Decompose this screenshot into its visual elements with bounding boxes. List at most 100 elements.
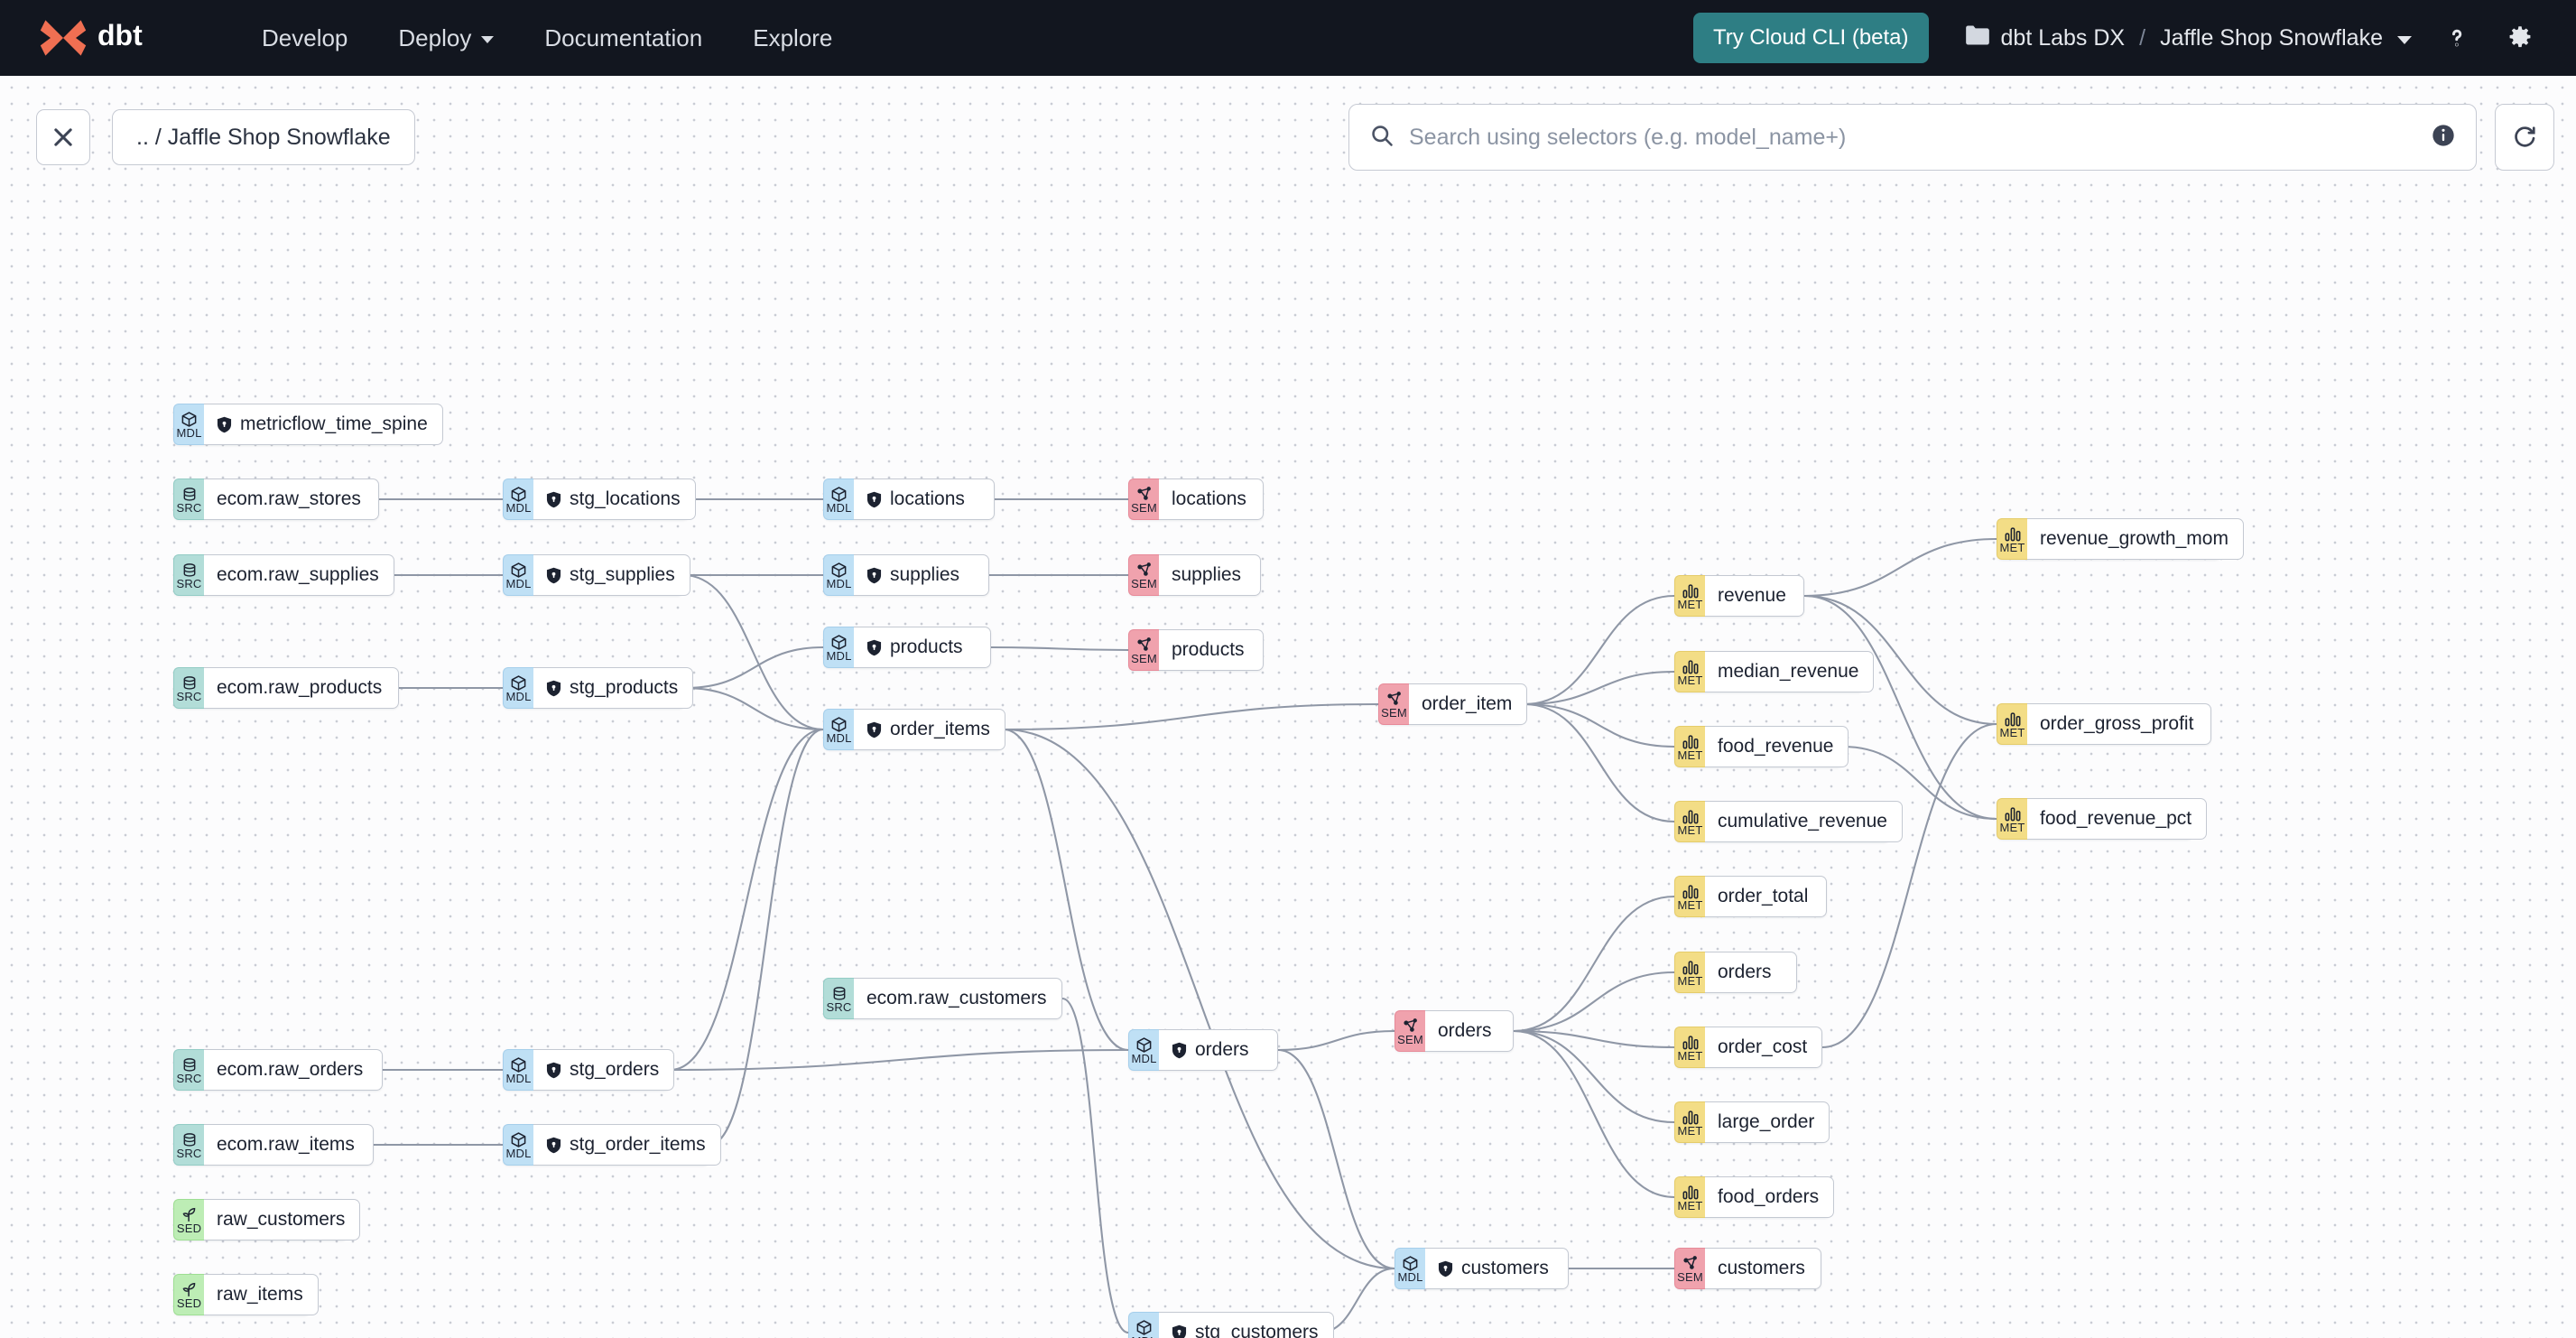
node-body: supplies xyxy=(1159,554,1261,596)
node-label: orders xyxy=(1195,1039,1249,1060)
lineage-search-bar[interactable] xyxy=(1348,104,2477,171)
node-body: orders xyxy=(1159,1029,1278,1071)
database-icon xyxy=(181,1132,198,1148)
lineage-edge xyxy=(670,728,824,1072)
search-input[interactable] xyxy=(1409,124,2416,151)
node-label: customers xyxy=(1718,1258,1805,1278)
close-graph-button[interactable] xyxy=(36,109,90,165)
node-type-label: MET xyxy=(1677,1124,1703,1138)
lineage-graph-canvas[interactable]: .. / Jaffle Shop Snowflake MDLmetricflow… xyxy=(0,76,2576,1338)
node-type-label: MET xyxy=(1677,1199,1703,1213)
node-type-label: SRC xyxy=(176,690,202,703)
lineage-edge xyxy=(1524,594,1675,706)
account-name[interactable]: dbt Labs DX xyxy=(2000,24,2126,51)
project-name[interactable]: Jaffle Shop Snowflake xyxy=(2160,24,2383,51)
node-body: order_cost xyxy=(1705,1027,1823,1068)
node-body: metricflow_time_spine xyxy=(204,404,443,445)
node-label: ecom.raw_stores xyxy=(217,488,361,509)
node-type-badge-met: MET xyxy=(1674,801,1705,842)
nav-link-explore[interactable]: Explore xyxy=(727,15,857,61)
graph-node-large-order[interactable]: MET large_order xyxy=(1674,1101,1830,1143)
node-type-label: SRC xyxy=(176,577,202,590)
cube-icon xyxy=(510,487,527,502)
primary-nav-links: Develop Deploy Documentation Explore xyxy=(236,15,857,61)
nav-link-develop[interactable]: Develop xyxy=(236,15,373,61)
node-label: large_order xyxy=(1718,1111,1815,1132)
protected-shield-icon xyxy=(866,491,882,508)
node-type-label: MDL xyxy=(1131,1335,1156,1338)
node-body: stg_supplies xyxy=(533,554,690,596)
chevron-down-icon[interactable] xyxy=(2397,35,2412,44)
database-icon xyxy=(831,986,848,1001)
node-type-badge-sem: SEM xyxy=(1378,683,1409,725)
node-type-label: MDL xyxy=(505,577,532,590)
node-type-badge-mdl: MDL xyxy=(173,404,204,445)
cube-icon xyxy=(830,635,848,650)
lineage-edge xyxy=(1513,895,1675,1033)
info-icon[interactable] xyxy=(2431,123,2456,153)
graph-node-order-cost[interactable]: MET order_cost xyxy=(1674,1027,1823,1068)
node-type-label: MDL xyxy=(505,501,532,515)
node-type-badge-met: MET xyxy=(1674,726,1705,767)
refresh-graph-button[interactable] xyxy=(2495,104,2554,171)
try-cloud-cli-button[interactable]: Try Cloud CLI (beta) xyxy=(1693,13,1929,63)
nav-link-documentation[interactable]: Documentation xyxy=(519,15,727,61)
help-button[interactable] xyxy=(2439,20,2475,56)
node-type-badge-met: MET xyxy=(1674,1027,1705,1068)
node-type-badge-met: MET xyxy=(1674,575,1705,617)
settings-button[interactable] xyxy=(2502,20,2538,56)
protected-shield-icon xyxy=(1172,1042,1187,1059)
semantic-graph-icon xyxy=(1135,637,1153,653)
node-label: order_cost xyxy=(1718,1036,1808,1057)
graph-node-stg-customers[interactable]: MDL stg_customers xyxy=(1128,1312,1334,1338)
node-type-label: SEM xyxy=(1381,706,1407,720)
node-type-badge-mdl: MDL xyxy=(823,709,854,750)
node-label: stg_customers xyxy=(1195,1322,1319,1338)
graph-node-revenue[interactable]: MET revenue xyxy=(1674,575,1804,617)
node-type-badge-mdl: MDL xyxy=(823,627,854,668)
bar-chart-icon xyxy=(1682,809,1700,824)
node-label: revenue xyxy=(1718,585,1786,606)
nav-link-deploy[interactable]: Deploy xyxy=(373,15,519,61)
dbt-logo[interactable]: dbt xyxy=(38,13,171,63)
node-type-label: MET xyxy=(1677,748,1703,762)
node-type-label: SEM xyxy=(1397,1033,1423,1046)
lineage-edge xyxy=(1061,997,1129,1334)
graph-breadcrumb-button[interactable]: .. / Jaffle Shop Snowflake xyxy=(112,109,415,165)
